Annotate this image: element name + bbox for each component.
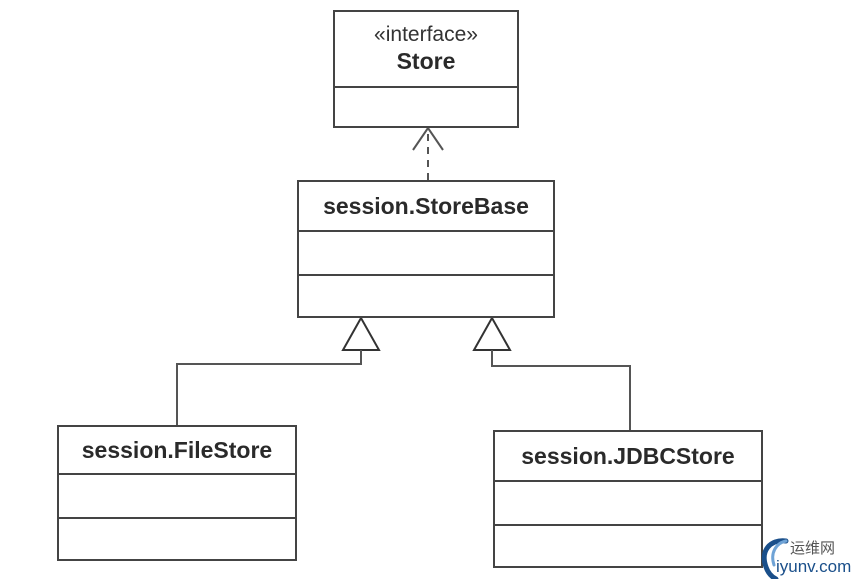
class-storebase: session.StoreBase [297, 180, 555, 318]
interface-name: Store [396, 48, 456, 74]
class-storebase-methods [299, 274, 553, 316]
class-jdbcstore: session.JDBCStore [493, 430, 763, 568]
interface-store-body [335, 86, 517, 126]
inheritance-line-jdbcstore [491, 350, 631, 430]
class-storebase-header: session.StoreBase [299, 182, 553, 230]
class-filestore: session.FileStore [57, 425, 297, 561]
class-storebase-attributes [299, 230, 553, 274]
interface-store: «interface» Store [333, 10, 519, 128]
watermark-swoosh-icon [761, 538, 789, 579]
inheritance-triangle-right [472, 315, 512, 351]
watermark-domain: iyunv.com [776, 557, 852, 576]
inheritance-triangle-left [341, 315, 381, 351]
open-arrowhead [412, 126, 444, 151]
interface-store-header: «interface» Store [335, 12, 517, 86]
watermark-logo: 运维网 iyunv.com [756, 533, 856, 581]
class-jdbcstore-methods [495, 524, 761, 566]
class-filestore-header: session.FileStore [59, 427, 295, 473]
class-filestore-name: session.FileStore [81, 437, 273, 463]
inheritance-line-filestore [176, 350, 362, 425]
class-jdbcstore-header: session.JDBCStore [495, 432, 761, 480]
class-jdbcstore-attributes [495, 480, 761, 524]
class-storebase-name: session.StoreBase [323, 193, 529, 219]
stereotype-label: «interface» [374, 23, 478, 46]
class-jdbcstore-name: session.JDBCStore [521, 443, 735, 469]
class-filestore-attributes [59, 473, 295, 517]
class-filestore-methods [59, 517, 295, 559]
watermark-site-name: 运维网 [790, 540, 836, 557]
